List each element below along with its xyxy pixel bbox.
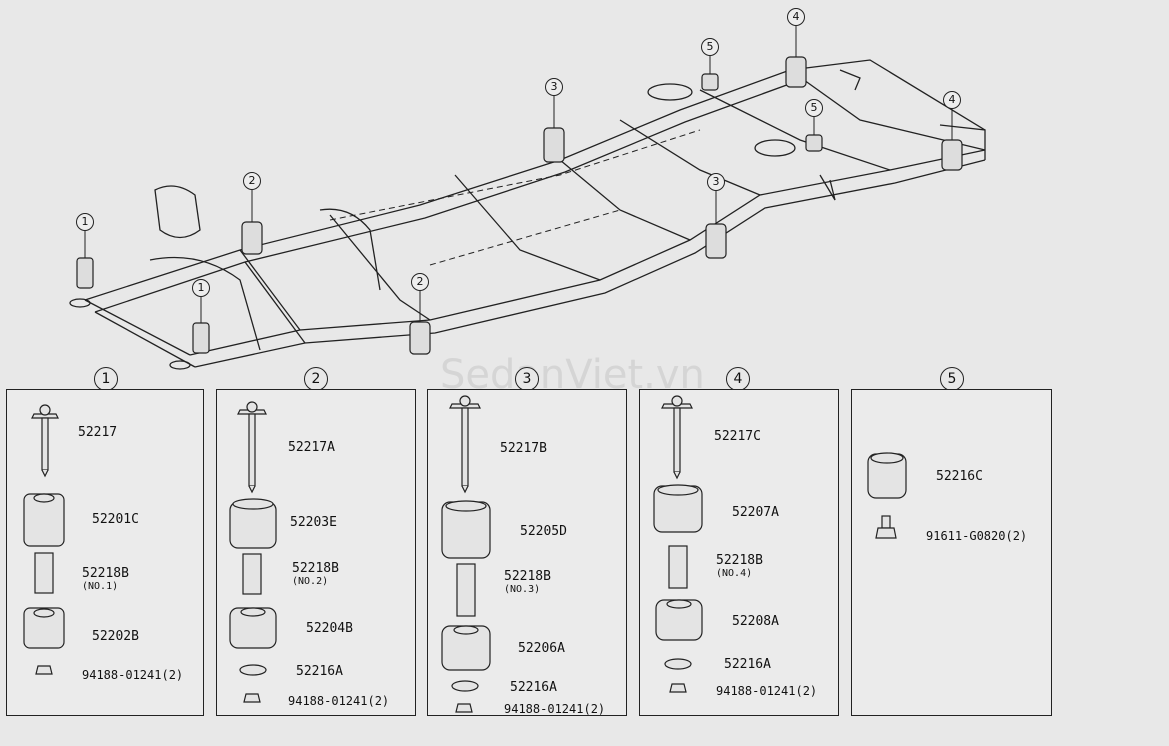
panel-5-parts-drawing: [867, 452, 907, 539]
panel-3-parts-drawing: [441, 395, 491, 713]
part-52218B-no4: 52218B(NO.4): [716, 553, 763, 579]
part-52218B-no1: 52218B(NO.1): [82, 566, 129, 592]
part-52206A: 52206A: [518, 641, 565, 656]
frame-callout-4a: 4: [787, 8, 805, 26]
part-52207A: 52207A: [732, 505, 779, 520]
part-52216A-p3: 52216A: [510, 680, 557, 695]
panel-3-number: 3: [515, 367, 539, 391]
part-94188-01241-p2: 94188-01241(2): [288, 694, 390, 708]
part-52205D: 52205D: [520, 524, 567, 539]
part-91611-G0820: 91611-G0820(2): [926, 529, 1028, 543]
frame-callout-1b: 1: [192, 279, 210, 297]
frame-callout-2b: 2: [411, 273, 429, 291]
part-52217A: 52217A: [288, 440, 335, 455]
panel-4-number: 4: [726, 367, 750, 391]
panel-5-number: 5: [940, 367, 964, 391]
part-52216A-p4: 52216A: [724, 657, 771, 672]
panel-5: [851, 389, 1052, 716]
part-52218B-no3: 52218B(NO.3): [504, 569, 551, 595]
part-52203E: 52203E: [290, 515, 337, 530]
frame-callout-3a: 3: [545, 78, 563, 96]
panel-1-number: 1: [94, 367, 118, 391]
part-94188-01241-p4: 94188-01241(2): [716, 684, 818, 698]
frame-callout-3b: 3: [707, 173, 725, 191]
part-52208A: 52208A: [732, 614, 779, 629]
part-52204B: 52204B: [306, 621, 353, 636]
part-52201C: 52201C: [92, 512, 139, 527]
vehicle-frame-drawing: [69, 26, 986, 370]
part-52216C: 52216C: [936, 469, 983, 484]
part-52218B-no2: 52218B(NO.2): [292, 561, 339, 587]
panel-2-parts-drawing: [229, 401, 277, 703]
part-94188-01241-p1: 94188-01241(2): [82, 668, 184, 682]
frame-callout-1a: 1: [76, 213, 94, 231]
part-52217B: 52217B: [500, 441, 547, 456]
part-52217C: 52217C: [714, 429, 761, 444]
panel-1-parts-drawing: [23, 404, 65, 675]
part-52202B: 52202B: [92, 629, 139, 644]
frame-callout-2a: 2: [243, 172, 261, 190]
frame-callout-5b: 5: [805, 99, 823, 117]
part-94188-01241-p3: 94188-01241(2): [504, 702, 606, 716]
panel-2-number: 2: [304, 367, 328, 391]
frame-callout-5a: 5: [701, 38, 719, 56]
frame-callout-4b: 4: [943, 91, 961, 109]
panel-4-parts-drawing: [653, 395, 703, 693]
part-52217: 52217: [78, 425, 118, 440]
part-52216A-p2: 52216A: [296, 664, 343, 679]
